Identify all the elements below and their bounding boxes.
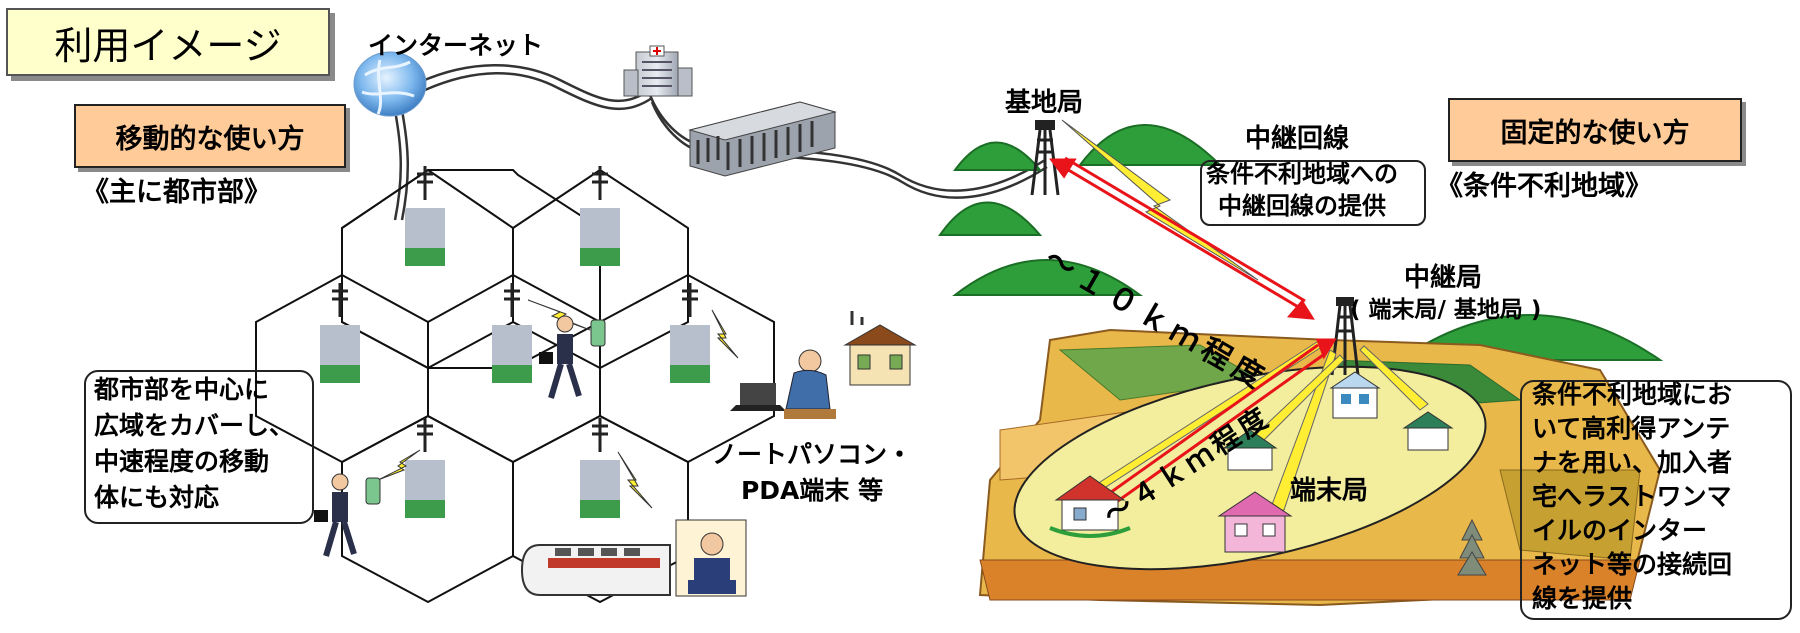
relay-note-line: 条件不利地域への (1206, 160, 1398, 188)
house-icon (1217, 491, 1293, 553)
house-icon (1222, 429, 1278, 471)
relay-station-tower-icon (1330, 297, 1360, 376)
relay-line-label: 中継回線 (1245, 124, 1350, 154)
shop-building-icon (843, 311, 917, 386)
mobile-usage-box: 移動的な使い方 (74, 104, 346, 168)
description-line: ネット等の接続回 (1532, 550, 1733, 579)
relay-station-label: 中継局 (1404, 263, 1483, 293)
title-box: 利用イメージ (6, 8, 330, 76)
hospital-icon (623, 45, 693, 97)
internet-label: インターネット (368, 31, 544, 60)
description-line: 体にも対応 (94, 483, 220, 512)
laptop-pda-label: ノートパソコン・ PDA端末 等 (712, 437, 912, 509)
relay-note-bracket (1200, 160, 1426, 226)
page-title: 利用イメージ (54, 23, 282, 68)
relay-line-lightning (1061, 119, 1259, 281)
fixed-description: 条件不利地域にお いて高利得アンテ ナを用い、加入者 宅へラストワンマ イルのイ… (1532, 378, 1732, 616)
description-line: 条件不利地域にお (1532, 380, 1733, 409)
cell-base-stations (320, 166, 710, 518)
fixed-usage-subtitle: 《条件不利地域》 (1436, 171, 1652, 202)
base-station-tower-icon (1030, 120, 1060, 196)
wireless-signal-bolts (377, 299, 739, 509)
relay-note-line: 中継回線の提供 (1218, 192, 1386, 220)
laptop-pda-line: PDA端末 等 (740, 476, 884, 505)
terminal-station-label: 端末局 (1290, 476, 1369, 506)
walking-person-icon (314, 473, 381, 557)
globe-icon (353, 51, 427, 117)
house-icon (1049, 475, 1131, 538)
relay-note: 条件不利地域への 中継回線の提供 (1206, 158, 1398, 222)
fixed-description-bracket (1520, 380, 1792, 620)
description-line: 広域をカバーし、 (94, 411, 295, 440)
description-line: 中速程度の移動 (94, 447, 270, 476)
description-line: 線を提供 (1532, 584, 1633, 613)
distance-arrow-10km (1049, 156, 1315, 320)
mobile-usage-label: 移動的な使い方 (115, 123, 305, 155)
laptop-pda-line: ノートパソコン・ (712, 440, 913, 469)
laptop-user-icon (730, 349, 836, 419)
relay-station-sublabel: ( 端末局/ 基地局 ) (1350, 297, 1542, 323)
train-icon (520, 544, 671, 596)
description-line: いて高利得アンテ (1532, 414, 1731, 443)
description-line: 宅へラストワンマ (1532, 482, 1732, 511)
terminal-links (1078, 339, 1429, 511)
fixed-usage-label: 固定的な使い方 (1500, 117, 1690, 149)
data-center-icon (688, 101, 837, 177)
house-icon (1402, 411, 1454, 451)
description-line: 都市部を中心に (94, 375, 270, 404)
tree-icons (1457, 518, 1487, 576)
fixed-usage-box: 固定的な使い方 (1448, 98, 1742, 162)
network-cable (393, 64, 1048, 221)
mobile-usage-subtitle: 《主に都市部》 (82, 177, 271, 208)
mobile-description-bracket (84, 370, 314, 524)
walking-person-icon (539, 315, 606, 399)
description-line: イルのインター (1532, 516, 1708, 545)
mobile-description: 都市部を中心に 広域をカバーし、 中速程度の移動 体にも対応 (94, 372, 294, 516)
seated-passenger-icon (675, 519, 747, 597)
base-station-label: 基地局 (1005, 88, 1084, 118)
description-line: ナを用い、加入者 (1532, 448, 1733, 477)
house-icon (1329, 371, 1381, 419)
